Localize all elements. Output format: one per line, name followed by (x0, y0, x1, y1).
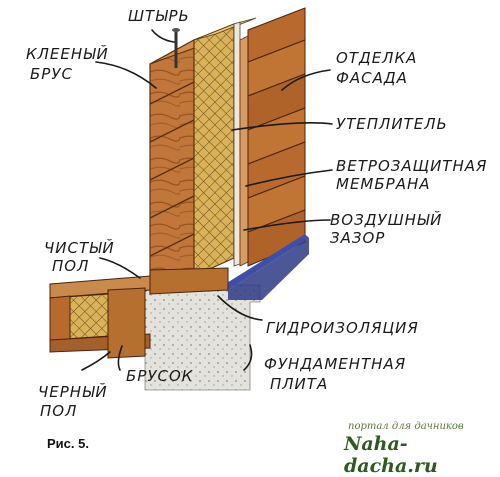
label-slab-line1: ФУНДАМЕНТНАЯ (264, 355, 407, 373)
floor-joist (107, 287, 146, 359)
battens (239, 35, 249, 267)
wind-membrane (233, 21, 241, 267)
glued-beam-wall (149, 38, 195, 296)
sill-beam (149, 267, 229, 295)
label-facade-line2: ФАСАДА (336, 69, 408, 87)
label-facade-line1: ОТДЕЛКА (336, 49, 418, 67)
label-finish-floor-line1: ЧИСТЫЙ (44, 239, 115, 257)
floor-beam-left (49, 295, 71, 345)
insulation-layer (193, 23, 235, 277)
label-insulation: УТЕПЛИТЕЛЬ (336, 115, 448, 133)
finish-floor (49, 275, 151, 299)
label-subfloor-line1: ЧЕРНЫЙ (38, 383, 108, 401)
label-bar: БРУСОК (126, 367, 194, 385)
steel-pin (172, 28, 180, 68)
facade-siding (247, 7, 306, 267)
label-subfloor-line2: ПОЛ (40, 402, 78, 420)
watermark-subtitle: портал для дачников (348, 421, 464, 432)
label-waterproofing: ГИДРОИЗОЛЯЦИЯ (266, 319, 419, 337)
waterproofing-strip (222, 234, 309, 290)
label-slab-line2: ПЛИТА (270, 375, 329, 393)
label-membrane-line2: МЕМБРАНА (336, 175, 431, 193)
label-air-gap-line2: ЗАЗОР (330, 229, 386, 247)
label-air-gap-line1: ВОЗДУШНЫЙ (330, 211, 443, 229)
watermark-site: Naha-dacha.ru (344, 433, 438, 477)
label-glued-beam-line2: БРУС (30, 65, 73, 83)
leader-lines (81, 29, 333, 371)
label-membrane-line1: ВЕТРОЗАЩИТНАЯ (336, 157, 488, 175)
beam-joints (149, 81, 195, 257)
label-pin: ШТЫРЬ (128, 7, 190, 25)
figure-caption: Рис. 5. (47, 436, 89, 451)
label-finish-floor-line2: ПОЛ (52, 257, 90, 275)
label-glued-beam-line1: КЛЕЕНЫЙ (26, 45, 109, 63)
